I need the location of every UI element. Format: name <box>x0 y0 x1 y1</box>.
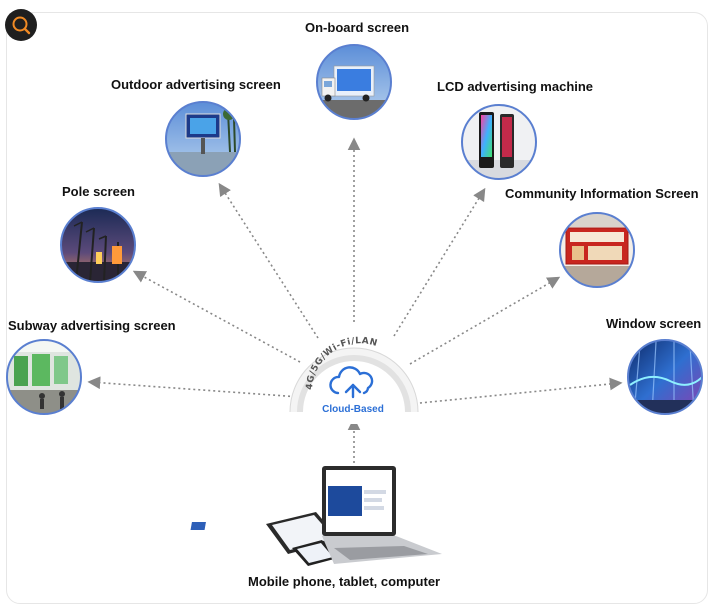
search-button[interactable] <box>5 9 37 41</box>
node-window-image <box>627 339 703 415</box>
node-subway-image <box>6 339 82 415</box>
search-icon <box>12 16 31 35</box>
arrow-to-pole <box>132 270 301 363</box>
label-outdoor: Outdoor advertising screen <box>111 77 281 92</box>
arrow-to-community <box>409 276 561 365</box>
cloud-hub: 4G/5G/Wi-Fi/LAN Cloud-Based <box>284 336 424 424</box>
devices-illustration <box>190 466 442 566</box>
node-onboard-image <box>316 44 392 120</box>
label-window: Window screen <box>606 316 702 331</box>
cloud-icon <box>329 366 374 399</box>
label-subway: Subway advertising screen <box>8 318 176 333</box>
arrow-to-window <box>409 377 623 405</box>
arrow-to-outdoor <box>218 182 319 339</box>
arrow-to-subway <box>87 376 301 398</box>
hub-label: Cloud-Based <box>322 404 384 415</box>
label-community: Community Information Screen <box>505 186 699 201</box>
node-community-image <box>559 212 635 288</box>
laptop-image <box>322 466 442 564</box>
node-lcd-image <box>461 104 537 180</box>
connection-arrows <box>87 137 623 468</box>
label-pole: Pole screen <box>62 184 135 199</box>
node-pole-image <box>60 207 136 283</box>
label-onboard: On-board screen <box>305 20 410 35</box>
arrow-to-lcd <box>393 187 486 337</box>
label-lcd: LCD advertising machine <box>437 79 594 94</box>
node-outdoor-image <box>165 101 241 177</box>
label-devices: Mobile phone, tablet, computer <box>248 574 441 589</box>
